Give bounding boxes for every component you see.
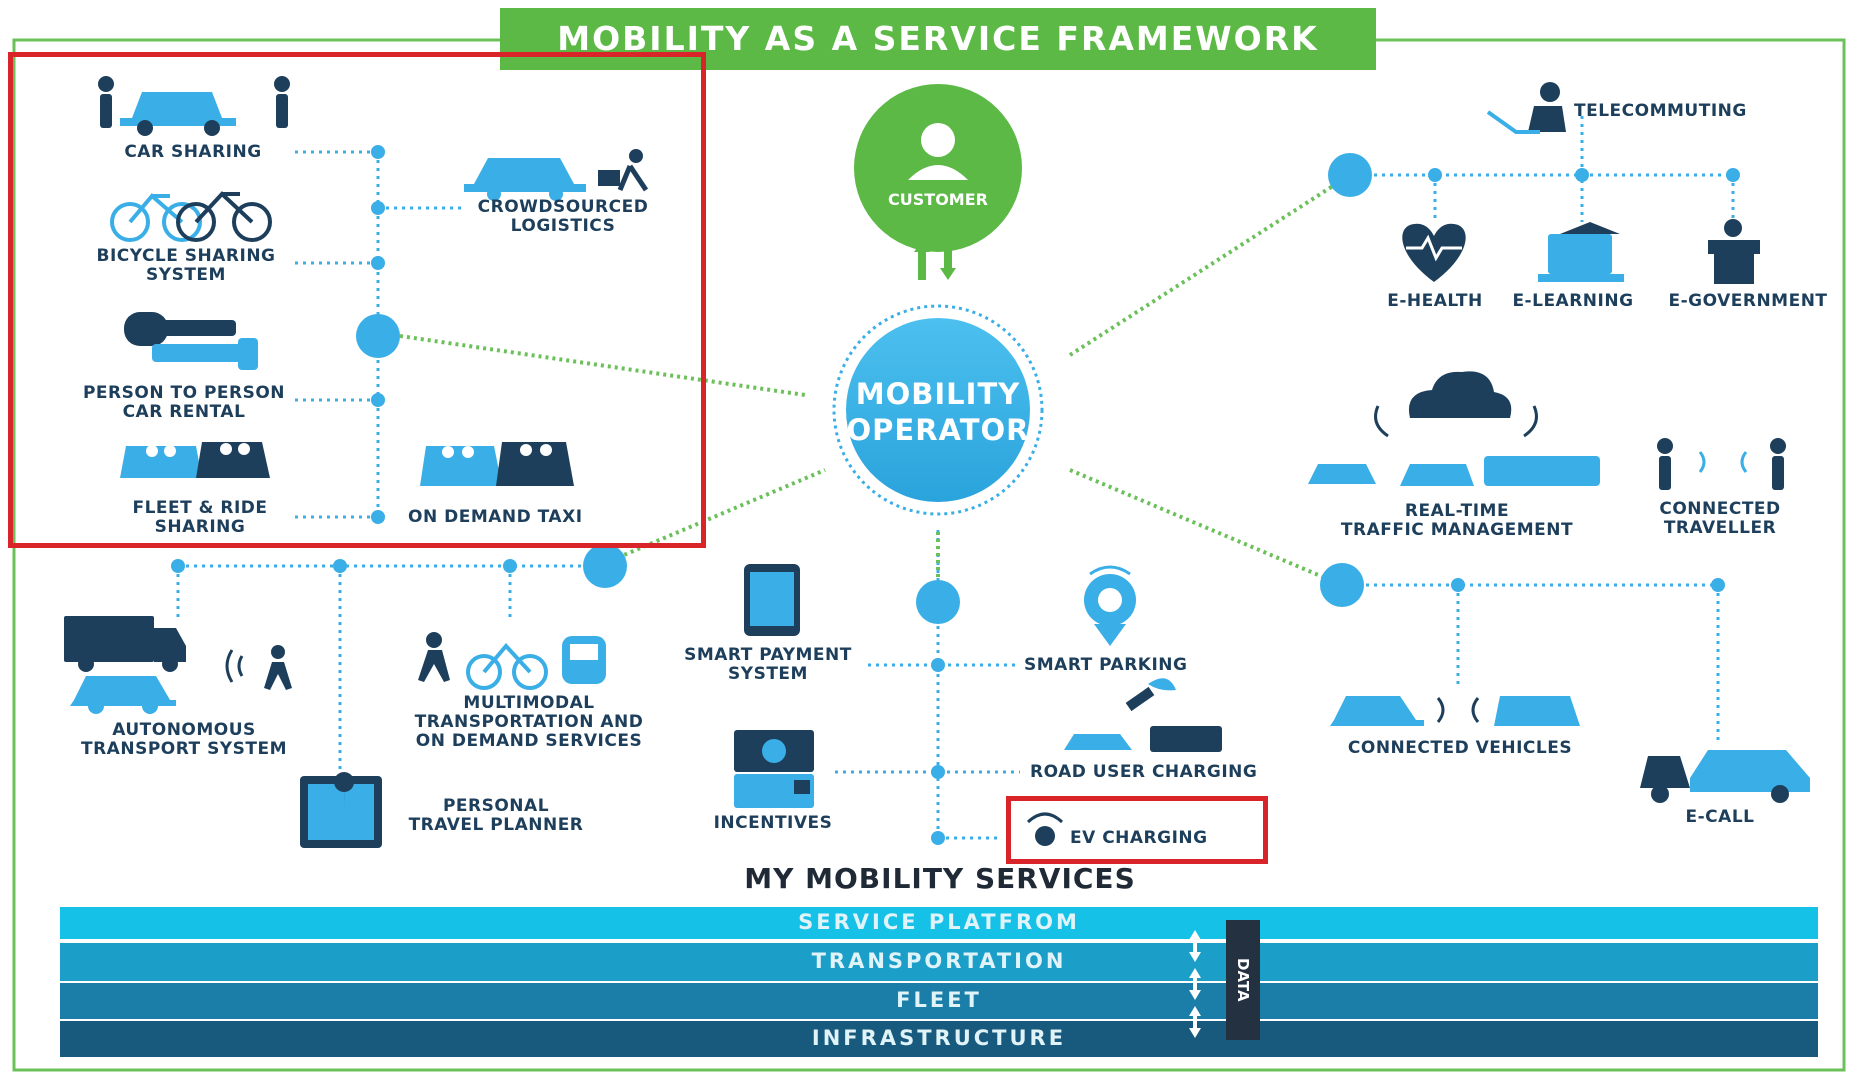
car-sharing-icon (98, 76, 290, 136)
services-title: MY MOBILITY SERVICES (744, 862, 1136, 895)
data-badge: DATA (1226, 920, 1260, 1040)
train-icon (562, 636, 606, 684)
connected-traveller-icon (1657, 438, 1786, 490)
on-demand-taxi-label: ON DEMAND TAXI (408, 507, 583, 527)
podium-icon (1708, 219, 1760, 284)
highlight-box-left-cluster (8, 52, 706, 548)
layer-bar-fleet (60, 983, 1818, 1019)
hub-ring (832, 304, 1044, 516)
person-icon (921, 123, 955, 157)
key-icon-2 (152, 338, 258, 370)
signal-icon (225, 649, 244, 683)
layer-transportation: TRANSPORTATION (811, 949, 1067, 973)
autonomous-label: AUTONOMOUS TRANSPORT SYSTEM (81, 720, 287, 759)
crowdsourced-label: CROWDSOURCED LOGISTICS (477, 197, 649, 236)
connected-traveller-label: CONNECTED TRAVELLER (1659, 499, 1781, 538)
bicycle-icon (110, 193, 202, 242)
tow-truck-icon (1640, 750, 1810, 803)
ecall-label: E-CALL (1685, 807, 1755, 827)
crowdsourced-car-icon (464, 149, 649, 201)
smart-parking-label: SMART PARKING (1024, 655, 1188, 675)
cloud-icon (1374, 371, 1538, 438)
hub-circle (846, 318, 1030, 502)
telecommuting-label: TELECOMMUTING (1574, 101, 1747, 121)
laptop-icon (1538, 222, 1624, 282)
layer-bar-service (60, 907, 1818, 939)
truck-icon (64, 616, 186, 672)
layer-bar-infrastructure (60, 1021, 1818, 1057)
traffic-label: REAL-TIME TRAFFIC MANAGEMENT (1340, 501, 1574, 540)
layer-bar-transport (60, 943, 1818, 981)
dotted-connectors (176, 116, 1735, 840)
layer-infrastructure: INFRASTRUCTURE (811, 1026, 1067, 1050)
page-title: MOBILITY AS A SERVICE FRAMEWORK (500, 8, 1376, 70)
road-user-charging-label: ROAD USER CHARGING (1030, 762, 1258, 782)
p2p-rental-label: PERSON TO PERSON CAR RENTAL (82, 383, 286, 422)
satellite-icon (1125, 678, 1176, 712)
fleet-ride-label: FLEET & RIDE SHARING (132, 498, 268, 537)
card-icon (734, 730, 814, 808)
heart-pulse-icon (1402, 223, 1466, 282)
exchange-arrows-icon (914, 240, 956, 280)
autonomous-car-icon (70, 676, 176, 714)
traffic-vehicles-icon (1308, 456, 1600, 486)
updown-arrows-icon (1189, 930, 1201, 1038)
taxi-icon (420, 442, 574, 486)
hub-label: MOBILITY OPERATOR (846, 377, 1030, 447)
car-sharing-label: CAR SHARING (124, 142, 262, 162)
layer-service-platform: SERVICE PLATFROM (798, 910, 1080, 934)
multimodal-walker-icon (418, 632, 450, 682)
incentives-label: INCENTIVES (713, 813, 833, 833)
highlight-box-ev-charging (1006, 796, 1268, 864)
travel-planner-label: PERSONAL TRAVEL PLANNER (408, 796, 584, 835)
customer-label: CUSTOMER (888, 190, 988, 209)
connected-vehicles-label: CONNECTED VEHICLES (1347, 738, 1573, 758)
bicycle-icon-2 (176, 191, 272, 242)
ehealth-label: E-HEALTH (1387, 291, 1483, 311)
key-icon (124, 312, 236, 346)
road-charging-car-icon (1064, 726, 1222, 752)
telecommuting-icon (1486, 82, 1566, 134)
bicycle-sharing-label: BICYCLE SHARING SYSTEM (96, 246, 276, 285)
connected-vehicles-icon (1330, 696, 1580, 726)
egov-label: E-GOVERNMENT (1668, 291, 1828, 311)
junction-dots (171, 145, 1740, 845)
smart-payment-label: SMART PAYMENT SYSTEM (684, 645, 852, 684)
map-icon (300, 772, 382, 848)
ev-charging-label: EV CHARGING (1070, 828, 1208, 848)
ev-plug-icon (1026, 812, 1064, 846)
layer-fleet: FLEET (896, 988, 982, 1012)
parking-meter-icon (1084, 565, 1136, 646)
multimodal-label: MULTIMODAL TRANSPORTATION AND ON DEMAND … (414, 693, 644, 751)
multimodal-bicycle-icon (466, 642, 548, 690)
elearning-label: E-LEARNING (1512, 291, 1634, 311)
phone-icon (744, 564, 800, 636)
fleet-cars-icon (120, 442, 270, 478)
walker-icon (264, 645, 292, 690)
